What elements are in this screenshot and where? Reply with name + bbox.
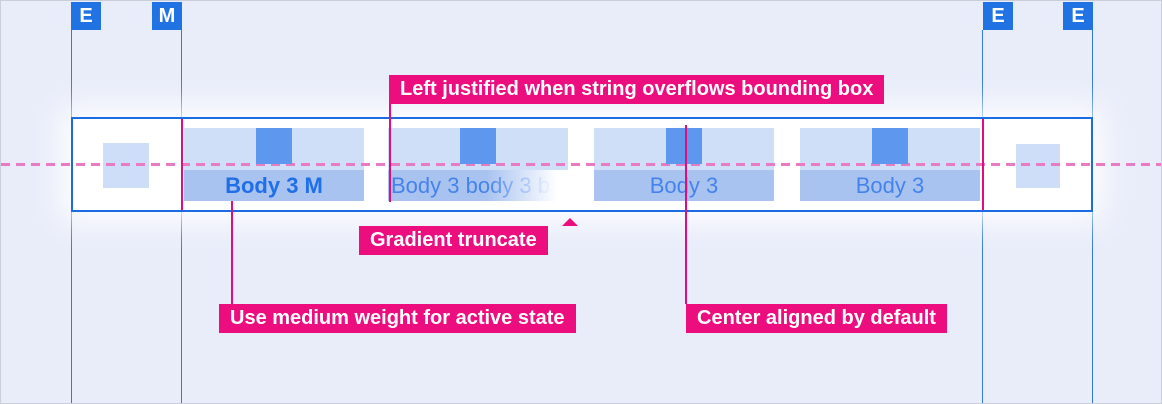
margin-marker-m: M [152,2,182,30]
tab-4-square-icon [872,128,908,164]
tab-2-label[interactable]: Body 3 body 3 b [388,170,568,201]
annotation-gradient-truncate-text: Gradient truncate [370,229,537,251]
leader-line-medium-weight [231,201,233,304]
keyline-margin-right-edge-e [1092,30,1093,403]
tab-3-square-icon [666,128,702,164]
annotation-center-aligned: Center aligned by default [686,304,947,333]
inner-keyline-e [982,119,984,210]
leader-line-left-justified [389,103,391,202]
leader-line-center-aligned [685,125,687,304]
annotation-caret-up-icon [562,218,578,226]
annotation-left-justified: Left justified when string overflows bou… [389,75,885,104]
margin-marker-e-3: E [1063,2,1093,30]
annotation-gradient-truncate: Gradient truncate [359,218,578,255]
baseline-dashed-line [1,163,1161,166]
tab-1-label[interactable]: Body 3 M [184,170,364,201]
margin-marker-e-2: E [983,2,1013,30]
margin-marker-e-1: E [71,2,101,30]
keyline-margin-left-m [181,30,182,403]
keyline-margin-left-e [71,30,72,403]
keyline-margin-right-e [982,30,983,403]
tab-1-square-icon [256,128,292,164]
annotation-medium-weight: Use medium weight for active state [219,304,576,333]
trailing-square-placeholder [1016,144,1060,188]
tab-2-square-icon [460,128,496,164]
tab-3-label[interactable]: Body 3 [594,170,774,201]
inner-keyline-m [181,119,183,210]
tab-4-label[interactable]: Body 3 [800,170,980,201]
